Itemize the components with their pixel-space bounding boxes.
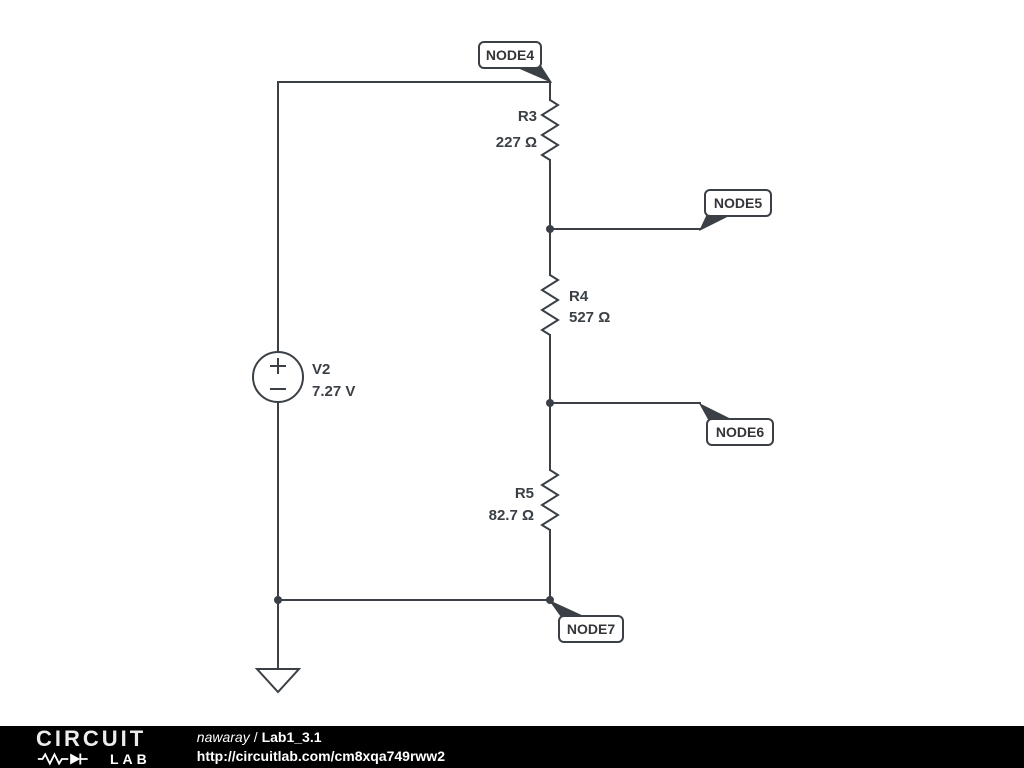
schematic-meta: nawaray/Lab1_3.1 http://circuitlab.com/c… [197,728,445,766]
node-flag-node7: NODE7 [548,599,624,643]
junction-dots [274,225,554,604]
flag-box [704,189,772,217]
voltage-source-value: 7.27 V [312,383,355,400]
resistor-zigzag [540,469,560,531]
resistor-name: R4 [569,288,589,305]
flag-box [558,615,624,643]
node-flag-node4: NODE4 [478,41,553,84]
author-title-line: nawaray/Lab1_3.1 [197,728,445,747]
resistor-value: 82.7 Ω [489,507,534,524]
node-label: NODE7 [567,621,615,637]
node-label: NODE4 [486,47,534,63]
logo-text-lab: LAB [110,750,151,767]
ground-triangle-icon [254,668,302,694]
resistor-r4: R4 527 Ω [540,274,610,336]
circuitlab-logo: CIRCUIT LAB [36,725,151,767]
plus-sign-icon [270,358,286,374]
ground-symbol [254,599,302,694]
resistor-zigzag [540,274,560,336]
resistor-diode-icon [37,751,88,766]
schematic-url-link[interactable]: http://circuitlab.com/cm8xqa749rww2 [196,748,445,764]
separator: / [253,729,258,746]
resistor-zigzag [540,99,560,161]
author-name: nawaray [196,729,250,746]
node-flag-node5: NODE5 [698,189,772,232]
voltage-source-body [252,351,304,403]
resistor-name: R5 [515,485,534,502]
resistor-name: R3 [518,108,537,125]
resistor-r5: R5 82.7 Ω [489,469,560,531]
node-flag-node6: NODE6 [698,402,774,446]
schematic-title: Lab1_3.1 [261,729,322,746]
node-label: NODE6 [716,424,764,440]
resistor-value: 227 Ω [496,134,537,151]
footer-bar: CIRCUIT LAB nawaray/Lab1_3.1 http://circ… [0,726,1024,768]
voltage-source-v2: V2 7.27 V [252,351,355,403]
junction-dot [546,225,554,233]
schematic-canvas: V2 7.27 V R3 227 Ω R4 527 Ω R5 82.7 Ω [252,41,774,694]
flag-box [706,418,774,446]
resistor-r3: R3 227 Ω [496,99,560,161]
resistor-value: 527 Ω [569,309,610,326]
voltage-source-name: V2 [312,361,330,378]
node-label: NODE5 [714,195,762,211]
logo-text-circuit: CIRCUIT [36,725,147,751]
junction-dot [546,399,554,407]
flag-box [478,41,542,69]
